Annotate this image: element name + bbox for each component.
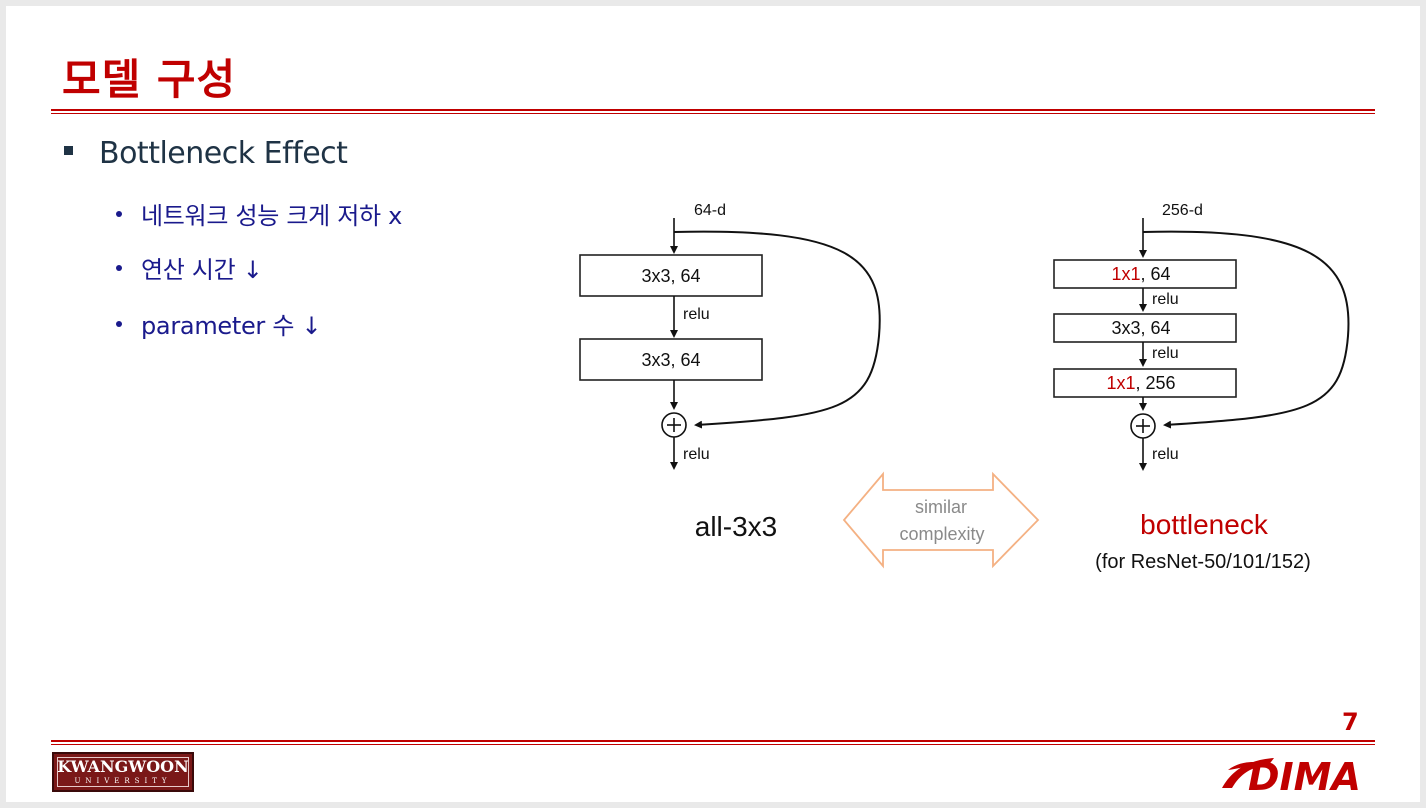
main-bullet-text: Bottleneck Effect — [99, 136, 348, 171]
slide: 모델 구성 Bottleneck Effect 네트워크 성능 크게 저하 x … — [6, 6, 1420, 802]
page-number: 7 — [1342, 708, 1359, 736]
right-relu-2: relu — [1152, 345, 1179, 362]
main-bullet: Bottleneck Effect — [64, 136, 348, 171]
sub-bullet-3: parameter 수 ↓ — [116, 306, 322, 341]
title-divider — [51, 109, 1375, 114]
left-conv-box-1-label: 3x3, 64 — [641, 266, 700, 286]
dot-bullet-icon — [116, 211, 122, 217]
sub-bullet-text: 연산 시간 ↓ — [141, 256, 263, 284]
sub-bullet-2: 연산 시간 ↓ — [116, 250, 263, 285]
left-caption: all-3x3 — [695, 511, 777, 542]
resnet-block-diagram: 64-d 3x3, 64 relu 3x3, 64 relu all-3x3 s… — [579, 202, 1350, 573]
left-conv-box-1 — [579, 254, 763, 297]
right-conv-box-1-label: 1x1, 64 — [1111, 264, 1170, 284]
left-skip-connection — [673, 230, 881, 429]
sub-bullet-text: parameter 수 ↓ — [141, 312, 322, 340]
right-conv-box-1 — [1053, 259, 1237, 289]
right-conv-box-2-label: 3x3, 64 — [1111, 318, 1170, 338]
right-relu-1: relu — [1152, 291, 1179, 308]
right-conv-box-2 — [1053, 313, 1237, 343]
left-conv-box-2-label: 3x3, 64 — [641, 350, 700, 370]
similar-complexity-arrow: similar complexity — [842, 471, 1040, 569]
all-3x3-block: 64-d 3x3, 64 relu 3x3, 64 relu all-3x3 — [579, 202, 881, 542]
left-relu-out: relu — [683, 446, 710, 463]
slide-title: 모델 구성 — [62, 55, 237, 104]
left-conv-box-2 — [579, 338, 763, 381]
complexity-label: complexity — [899, 524, 984, 544]
dot-bullet-icon — [116, 321, 122, 327]
right-input-label: 256-d — [1162, 202, 1203, 219]
kwangwoon-university-logo: KWANGWOON UNIVERSITY — [52, 752, 194, 792]
double-arrow-icon — [842, 471, 1040, 569]
bottleneck-block: 256-d 1x1, 64 relu 3x3, 64 relu 1x1, 256… — [1053, 202, 1350, 573]
dima-logo: DIMA — [1222, 755, 1361, 796]
right-conv-box-3-label: 1x1, 256 — [1106, 373, 1175, 393]
dot-bullet-icon — [116, 265, 122, 271]
right-skip-connection — [1142, 230, 1350, 429]
dima-swoosh-icon — [1222, 758, 1274, 788]
footer-divider — [51, 740, 1375, 745]
logo-sub-text: UNIVERSITY — [74, 777, 172, 785]
right-relu-out: relu — [1152, 446, 1179, 463]
right-conv-box-3 — [1053, 368, 1237, 398]
left-relu-1: relu — [683, 306, 710, 323]
square-bullet-icon — [64, 146, 73, 155]
sub-bullet-text: 네트워크 성능 크게 저하 x — [141, 202, 403, 230]
left-input-label: 64-d — [694, 202, 726, 219]
sub-bullet-1: 네트워크 성능 크게 저하 x — [116, 196, 402, 231]
dima-logo-text: DIMA — [1248, 755, 1361, 796]
logo-main-text: KWANGWOON — [57, 757, 189, 776]
right-sub-caption: (for ResNet-50/101/152) — [1095, 551, 1311, 573]
similar-label: similar — [915, 497, 967, 517]
right-caption: bottleneck — [1140, 509, 1269, 540]
